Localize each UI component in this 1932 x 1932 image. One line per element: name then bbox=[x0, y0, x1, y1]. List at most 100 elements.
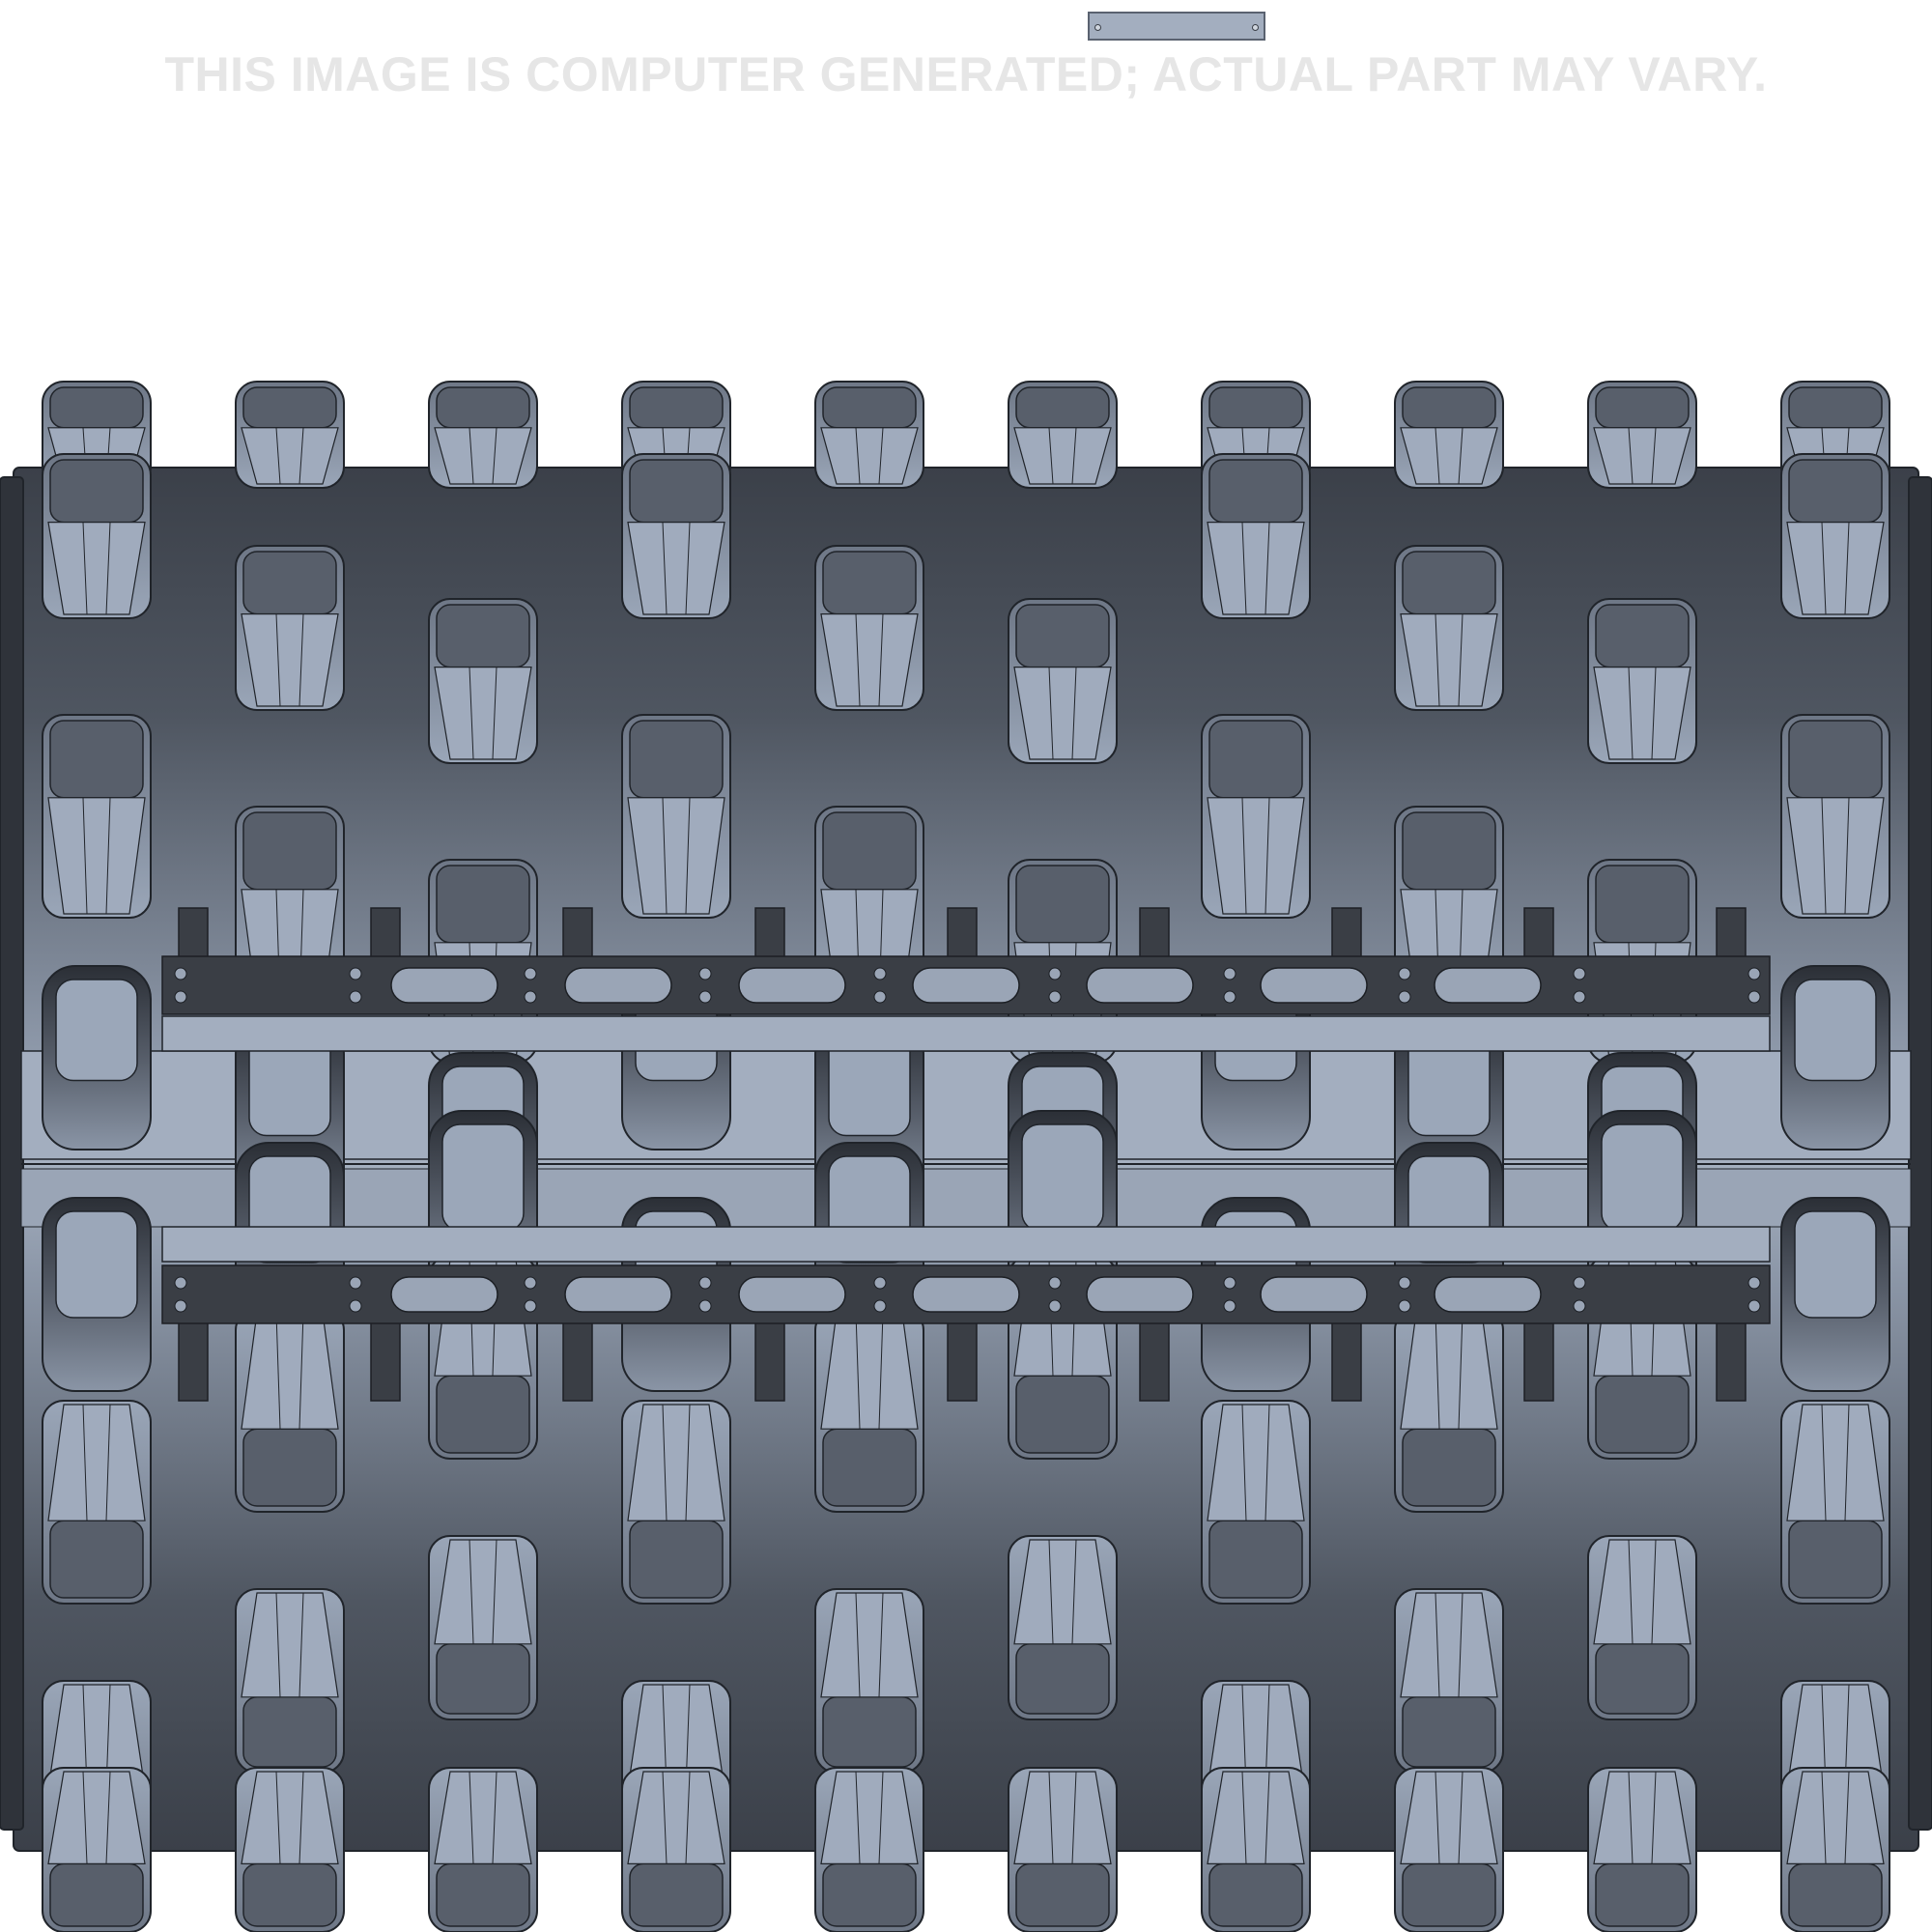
bracket-bolt-hole bbox=[1223, 967, 1236, 980]
drum-end-left bbox=[0, 476, 24, 1831]
paddle-pocket-lower-0 bbox=[42, 1197, 152, 1392]
label-tab-rivet-left bbox=[1094, 24, 1101, 31]
bracket-bolt-hole bbox=[1398, 1276, 1411, 1290]
paddle-bottom-3 bbox=[621, 1767, 731, 1932]
paddle-pocket-upper-9 bbox=[1780, 965, 1890, 1151]
paddle-row1-6 bbox=[1201, 453, 1311, 619]
bracket-bolt-hole bbox=[1573, 990, 1586, 1004]
bracket-bolt-hole bbox=[873, 1276, 887, 1290]
bracket-bolt-hole bbox=[174, 967, 187, 980]
bracket-slot bbox=[564, 967, 672, 1004]
bracket-bolt-hole bbox=[1398, 967, 1411, 980]
bracket-tooth bbox=[370, 1313, 401, 1402]
bracket-bolt-hole bbox=[349, 1299, 362, 1313]
paddle-pocket-lower-9 bbox=[1780, 1197, 1890, 1392]
drum-end-right bbox=[1908, 476, 1932, 1831]
paddle-bottom-0 bbox=[42, 1767, 152, 1932]
bracket-bolt-hole bbox=[698, 1276, 712, 1290]
paddle-row2-6 bbox=[1201, 714, 1311, 919]
paddle-row3-3 bbox=[621, 1400, 731, 1605]
bracket-bolt-hole bbox=[873, 1299, 887, 1313]
paddle-row2-9 bbox=[1780, 714, 1890, 919]
paddle-row1-0 bbox=[42, 453, 152, 619]
paddle-row2-3 bbox=[621, 714, 731, 919]
bracket-slot bbox=[738, 1276, 846, 1313]
bracket-bolt-hole bbox=[1573, 1299, 1586, 1313]
paddle-row1-1 bbox=[235, 545, 345, 711]
bracket-slot bbox=[1086, 1276, 1194, 1313]
bracket-slot bbox=[390, 1276, 498, 1313]
bracket-rail bbox=[161, 1015, 1771, 1052]
bracket-bolt-hole bbox=[873, 967, 887, 980]
paddle-row1-8 bbox=[1587, 598, 1697, 764]
bracket-bolt-hole bbox=[524, 1299, 537, 1313]
paddle-row3-9 bbox=[1780, 1400, 1890, 1605]
paddle-bottom-1 bbox=[235, 1767, 345, 1932]
bracket-slot bbox=[564, 1276, 672, 1313]
paddle-top-4 bbox=[814, 381, 924, 489]
bracket-rail bbox=[161, 1226, 1771, 1263]
bracket-bolt-hole bbox=[349, 967, 362, 980]
bracket-bar-0 bbox=[161, 907, 1771, 1052]
paddle-row1-7 bbox=[1394, 545, 1504, 711]
paddle-row1-2 bbox=[428, 598, 538, 764]
label-tab bbox=[1088, 12, 1265, 41]
bracket-slot bbox=[1434, 967, 1542, 1004]
bracket-bolt-hole bbox=[873, 990, 887, 1004]
paddle-bottom-2 bbox=[428, 1767, 538, 1932]
bracket-tooth bbox=[947, 1313, 978, 1402]
paddle-row3-4 bbox=[814, 1308, 924, 1513]
bracket-slot bbox=[1260, 967, 1368, 1004]
bracket-bolt-hole bbox=[698, 1299, 712, 1313]
bracket-slot bbox=[1260, 1276, 1368, 1313]
bracket-bolt-hole bbox=[1048, 990, 1062, 1004]
paddle-row3-0 bbox=[42, 1400, 152, 1605]
paddle-top-2 bbox=[428, 381, 538, 489]
bracket-bolt-hole bbox=[1048, 1276, 1062, 1290]
paddle-row3-1 bbox=[235, 1308, 345, 1513]
bracket-bolt-hole bbox=[524, 1276, 537, 1290]
paddle-row4-1 bbox=[235, 1588, 345, 1774]
bracket-bolt-hole bbox=[174, 990, 187, 1004]
bracket-bolt-hole bbox=[1747, 1276, 1761, 1290]
bracket-bars bbox=[161, 907, 1771, 1402]
bracket-tooth bbox=[1139, 1313, 1170, 1402]
bracket-bolt-hole bbox=[1223, 990, 1236, 1004]
bracket-bolt-hole bbox=[1747, 990, 1761, 1004]
bracket-bolt-hole bbox=[1573, 1276, 1586, 1290]
bracket-bolt-hole bbox=[1747, 1299, 1761, 1313]
paddle-row1-5 bbox=[1008, 598, 1118, 764]
bracket-tooth bbox=[562, 1313, 593, 1402]
paddle-bottom-9 bbox=[1780, 1767, 1890, 1932]
bracket-bolt-hole bbox=[1048, 967, 1062, 980]
paddle-row3-7 bbox=[1394, 1308, 1504, 1513]
bracket-slot bbox=[1086, 967, 1194, 1004]
paddle-top-1 bbox=[235, 381, 345, 489]
bracket-bolt-hole bbox=[174, 1299, 187, 1313]
paddle-top-8 bbox=[1587, 381, 1697, 489]
bracket-bolt-hole bbox=[524, 967, 537, 980]
paddle-bottom-5 bbox=[1008, 1767, 1118, 1932]
bracket-bolt-hole bbox=[698, 967, 712, 980]
bracket-slot bbox=[912, 967, 1020, 1004]
paddle-row2-0 bbox=[42, 714, 152, 919]
bracket-bolt-hole bbox=[698, 990, 712, 1004]
bracket-slot bbox=[390, 967, 498, 1004]
bracket-bar-1 bbox=[161, 1226, 1771, 1402]
paddle-bottom-6 bbox=[1201, 1767, 1311, 1932]
bracket-bolt-hole bbox=[1398, 1299, 1411, 1313]
bracket-bolt-hole bbox=[1573, 967, 1586, 980]
bracket-tooth bbox=[1716, 1313, 1747, 1402]
paddle-row4-4 bbox=[814, 1588, 924, 1774]
bracket-tooth bbox=[1523, 1313, 1554, 1402]
paddle-row1-3 bbox=[621, 453, 731, 619]
paddle-row4-2 bbox=[428, 1535, 538, 1720]
paddle-top-7 bbox=[1394, 381, 1504, 489]
bracket-bolt-hole bbox=[1223, 1299, 1236, 1313]
paddle-bottom-8 bbox=[1587, 1767, 1697, 1932]
paddle-row1-9 bbox=[1780, 453, 1890, 619]
bracket-bolt-hole bbox=[1398, 990, 1411, 1004]
paddle-top-5 bbox=[1008, 381, 1118, 489]
paddle-pocket-upper-0 bbox=[42, 965, 152, 1151]
